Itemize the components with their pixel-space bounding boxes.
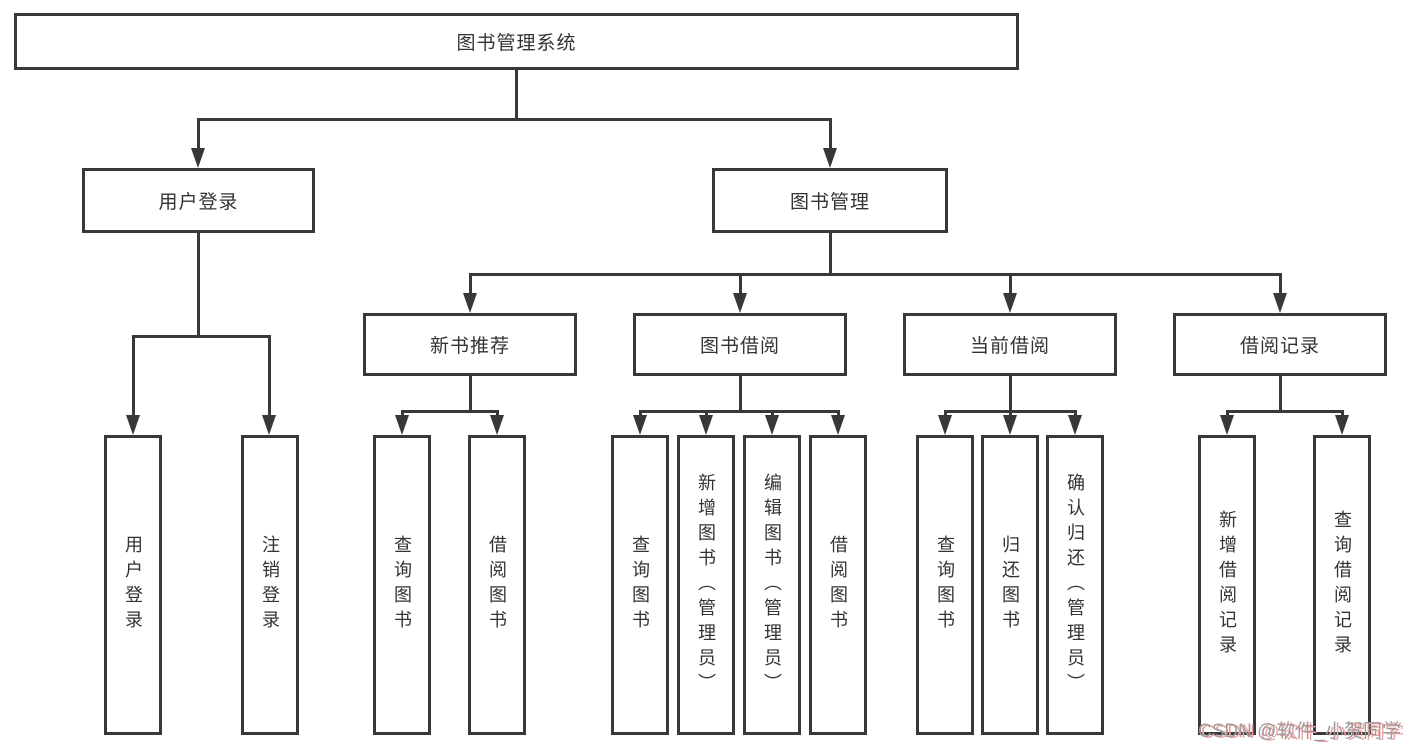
node-root-label: 图书管理系统 <box>456 33 577 54</box>
arrow-down-icon <box>126 415 140 435</box>
connector-stem <box>268 335 271 415</box>
connector-bookborrow-stub <box>739 376 742 410</box>
arrow-down-icon <box>733 293 747 313</box>
connector-bookmgmt-stub <box>829 233 832 273</box>
connector-user-stub <box>197 233 200 335</box>
arrow-down-icon <box>1068 415 1082 435</box>
leaf-add-book: 新增图书（管理员） <box>677 435 735 735</box>
connector-stem <box>639 410 642 416</box>
node-book-borrow-label: 图书借阅 <box>699 336 780 357</box>
connector-stem <box>829 118 832 150</box>
arrow-down-icon <box>191 148 205 168</box>
connector-borrowrecord-stub <box>1279 376 1282 410</box>
leaf-query-book-current: 查询图书 <box>916 435 974 735</box>
leaf-query-book-rec-label: 查询图书 <box>392 535 412 635</box>
connector-stem <box>771 410 774 416</box>
connector-stem <box>1341 410 1344 416</box>
connector-bookmgmt-rail <box>469 273 1281 276</box>
node-user-login: 用户登录 <box>82 168 315 233</box>
leaf-query-record: 查询借阅记录 <box>1313 435 1371 735</box>
node-user-login-label: 用户登录 <box>158 192 239 213</box>
node-root: 图书管理系统 <box>14 13 1019 70</box>
leaf-query-book-rec: 查询图书 <box>373 435 431 735</box>
leaf-confirm-return-label: 确认归还（管理员） <box>1065 472 1085 698</box>
node-current-borrow-label: 当前借阅 <box>969 336 1050 357</box>
node-new-book-rec-label: 新书推荐 <box>429 336 510 357</box>
connector-stem <box>1226 410 1229 416</box>
connector-stem <box>739 273 742 295</box>
arrow-down-icon <box>765 415 779 435</box>
connector-root-rail <box>197 118 831 121</box>
connector-stem <box>1009 410 1012 416</box>
leaf-query-book-borrow: 查询图书 <box>611 435 669 735</box>
leaf-add-record: 新增借阅记录 <box>1198 435 1256 735</box>
connector-stem <box>837 410 840 416</box>
leaf-query-book-borrow-label: 查询图书 <box>630 535 650 635</box>
arrow-down-icon <box>938 415 952 435</box>
node-new-book-rec: 新书推荐 <box>363 313 577 376</box>
leaf-logout: 注销登录 <box>241 435 299 735</box>
node-book-borrow: 图书借阅 <box>633 313 847 376</box>
arrow-down-icon <box>1003 293 1017 313</box>
leaf-borrow-book-rec: 借阅图书 <box>468 435 526 735</box>
connector-borrowrecord-rail <box>1226 410 1343 413</box>
leaf-return-book: 归还图书 <box>981 435 1039 735</box>
csdn-watermark: CSDN @软件_小贺同学 <box>1198 721 1401 742</box>
leaf-return-book-label: 归还图书 <box>1000 535 1020 635</box>
arrow-down-icon <box>395 415 409 435</box>
connector-user-rail <box>132 335 271 338</box>
arrow-down-icon <box>831 415 845 435</box>
connector-bookborrow-rail <box>639 410 839 413</box>
leaf-borrow-book-borrow: 借阅图书 <box>809 435 867 735</box>
connector-stem <box>1074 410 1077 416</box>
node-book-mgmt: 图书管理 <box>712 168 948 233</box>
connector-newbookrec-rail <box>401 410 499 413</box>
connector-stem <box>469 273 472 295</box>
arrow-down-icon <box>633 415 647 435</box>
node-borrow-record-label: 借阅记录 <box>1239 336 1320 357</box>
connector-stem <box>197 118 200 150</box>
arrow-down-icon <box>699 415 713 435</box>
connector-currentborrow-stub <box>1009 376 1012 410</box>
connector-stem <box>496 410 499 416</box>
node-current-borrow: 当前借阅 <box>903 313 1117 376</box>
leaf-user-login-label: 用户登录 <box>123 535 143 635</box>
leaf-query-book-current-label: 查询图书 <box>935 535 955 635</box>
connector-newbookrec-stub <box>469 376 472 410</box>
arrow-down-icon <box>262 415 276 435</box>
leaf-edit-book: 编辑图书（管理员） <box>743 435 801 735</box>
arrow-down-icon <box>1335 415 1349 435</box>
leaf-borrow-book-borrow-label: 借阅图书 <box>828 535 848 635</box>
leaf-query-record-label: 查询借阅记录 <box>1332 510 1352 660</box>
connector-stem <box>944 410 947 416</box>
connector-stem <box>401 410 404 416</box>
leaf-confirm-return: 确认归还（管理员） <box>1046 435 1104 735</box>
connector-stem <box>1009 273 1012 295</box>
arrow-down-icon <box>1003 415 1017 435</box>
node-borrow-record: 借阅记录 <box>1173 313 1387 376</box>
arrow-down-icon <box>823 148 837 168</box>
arrow-down-icon <box>1273 293 1287 313</box>
arrow-down-icon <box>463 293 477 313</box>
leaf-add-book-label: 新增图书（管理员） <box>696 472 716 698</box>
connector-stem <box>705 410 708 416</box>
connector-stem <box>132 335 135 415</box>
leaf-add-record-label: 新增借阅记录 <box>1217 510 1237 660</box>
arrow-down-icon <box>490 415 504 435</box>
leaf-borrow-book-rec-label: 借阅图书 <box>487 535 507 635</box>
leaf-edit-book-label: 编辑图书（管理员） <box>762 472 782 698</box>
arrow-down-icon <box>1220 415 1234 435</box>
connector-root-stub <box>515 70 518 118</box>
node-book-mgmt-label: 图书管理 <box>789 192 870 213</box>
connector-stem <box>1279 273 1282 295</box>
leaf-user-login: 用户登录 <box>104 435 162 735</box>
leaf-logout-label: 注销登录 <box>260 535 280 635</box>
